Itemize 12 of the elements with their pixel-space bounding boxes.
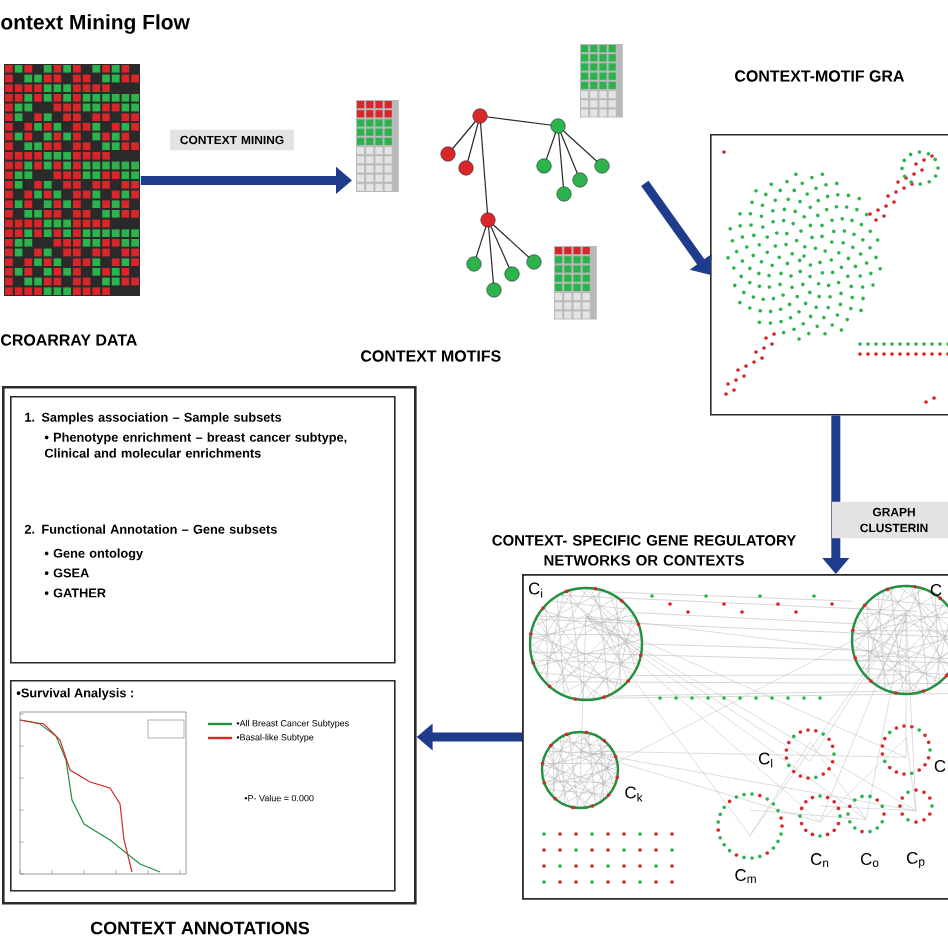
cluster-label: C$_{l}$ (758, 752, 773, 768)
cluster-label: C$_{k}$ (625, 786, 643, 802)
arrow (641, 180, 712, 275)
node-label: CONTEXT ANNOTATIONS (91, 921, 310, 935)
cluster-label: C (934, 760, 946, 772)
cluster-label: C$_{i}$ (528, 582, 543, 598)
cluster-label: C$_{m}$ (735, 869, 756, 883)
cluster-label: C$_{n}$ (811, 853, 829, 867)
title: ontext Mining Flow (1, 14, 190, 34)
cluster-label: C$_{p}$ (907, 851, 925, 869)
cluster-label: C$_{o}$ (861, 853, 879, 867)
cluster-label: C (930, 584, 942, 596)
